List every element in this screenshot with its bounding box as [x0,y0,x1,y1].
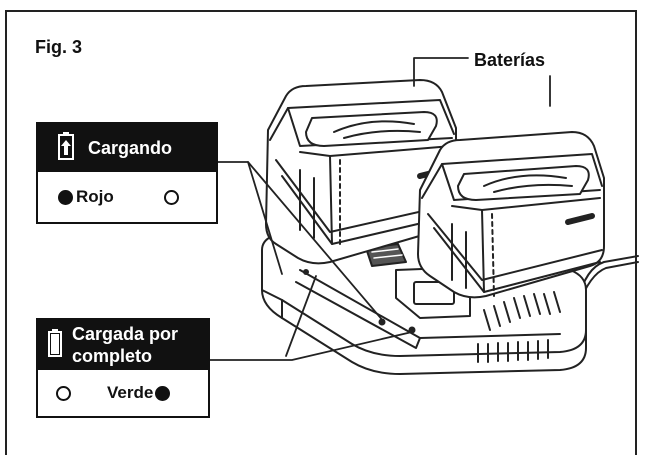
charged-panel-header: Cargada por completo [38,320,208,370]
battery-charging-icon [58,131,74,165]
led-indicator-icon [56,385,71,401]
figure-label: Fig. 3 [35,37,83,57]
charged-indicator-label: Verde [107,383,154,402]
battery-pack-icon [265,79,457,265]
led-indicator-icon [58,189,73,205]
figure-frame [5,10,637,455]
charging-panel-header: Cargando [38,124,216,172]
batteries-callout-label: Baterías [474,50,546,70]
callout-leader-lines [209,57,551,361]
charging-panel-title: Cargando [88,137,173,158]
charging-indicator-row: Rojo [38,172,216,222]
charged-indicator-row: Verde [38,370,208,416]
charging-indicator-label: Rojo [76,187,114,206]
led-indicator-icon [163,189,179,205]
battery-full-icon [48,328,62,362]
led-indicator-icon [155,385,171,401]
charged-indicator-panel: Cargada por completo Verde [36,318,210,418]
battery-pack-icon [417,131,605,299]
charging-indicator-panel: Cargando Rojo [36,122,218,224]
charged-panel-title-line1: Cargada por [72,324,179,344]
charged-panel-title-line2: completo [72,346,153,366]
